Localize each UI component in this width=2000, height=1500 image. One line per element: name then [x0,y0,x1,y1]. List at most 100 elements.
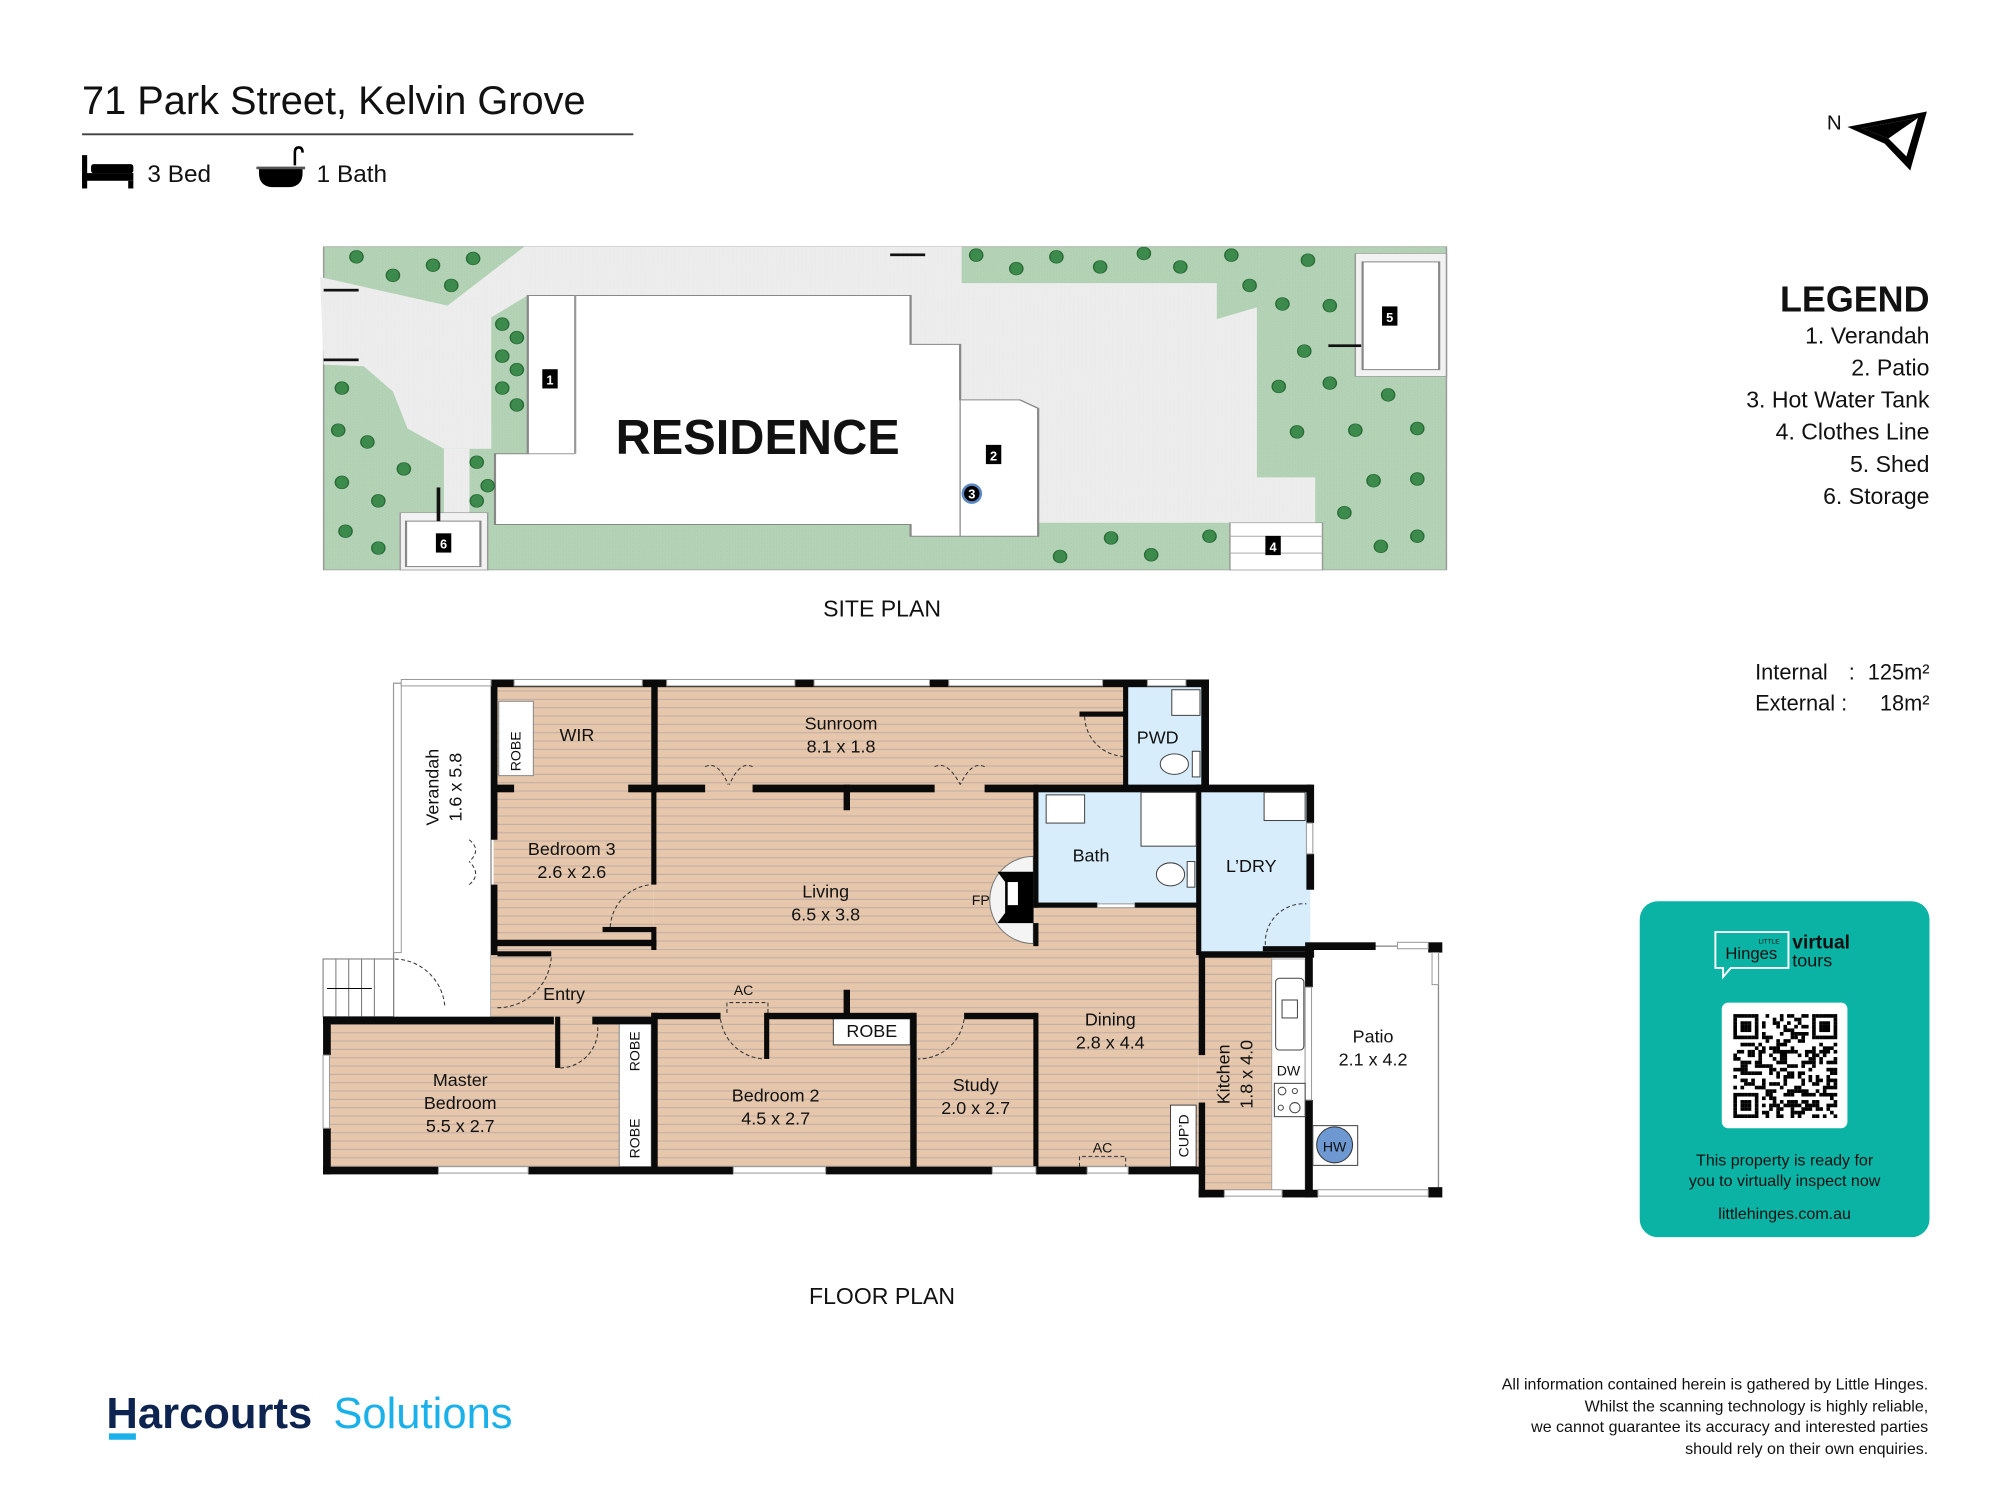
label-verandah: Verandah [422,749,442,826]
qr-module [1772,1103,1777,1108]
label-kitchen-dim: 1.8 x 4.0 [1237,1040,1257,1109]
qr-module [1747,1100,1752,1104]
qr-module [1787,1064,1791,1068]
qr-module [1769,1067,1773,1072]
floor-plan: WIR Sunroom 8.1 x 1.8 PWD Bedroom 3 2.6 … [322,678,1443,1309]
virtual-tour-url[interactable]: littlehinges.com.au [1718,1205,1851,1223]
qr-module [1790,1071,1795,1076]
site-marker-5: 5 [1382,306,1398,326]
qr-module [1754,1103,1759,1108]
qr-module [1769,1082,1773,1086]
qr-module [1797,1114,1802,1119]
qr-module [1801,1035,1806,1040]
qr-module [1801,1060,1806,1065]
qr-module [1787,1089,1791,1093]
qr-module [1797,1085,1802,1090]
qr-module [1747,1049,1752,1054]
qr-module [1754,1014,1759,1018]
qr-module [1819,1092,1823,1097]
qr-module [1826,1049,1831,1054]
qr-module [1790,1114,1795,1119]
qr-module [1797,1021,1802,1025]
label-kitchen: Kitchen [1213,1044,1233,1104]
label-ac-hall: AC [734,982,754,998]
qr-module [1776,1110,1780,1115]
qr-module [1751,1092,1755,1097]
tree-icon [509,398,525,412]
qr-module [1819,1024,1823,1029]
qr-module [1747,1053,1752,1058]
qr-module [1751,1082,1755,1086]
qr-module [1812,1021,1816,1025]
qr-module [1740,1021,1745,1025]
qr-module [1733,1024,1737,1029]
qr-module [1761,1064,1766,1068]
bath-basin [1045,794,1086,824]
qr-module [1765,1014,1770,1018]
qr-module [1754,1096,1759,1101]
qr-module [1754,1100,1759,1104]
qr-module [1744,1064,1748,1068]
tree-icon [349,250,364,264]
qr-module [1769,1064,1773,1068]
qr-module [1747,1103,1752,1108]
qr-module [1751,1078,1755,1083]
qr-module [1833,1100,1838,1104]
qr-module [1815,1107,1820,1111]
qr-module [1776,1103,1780,1108]
qr-module [1783,1074,1788,1079]
qr-module [1754,1046,1759,1050]
legend-title: LEGEND [1780,280,1930,320]
qr-module [1812,1057,1816,1061]
tree-icon [371,494,386,508]
qr-module [1765,1110,1770,1115]
qr-module [1754,1092,1759,1097]
north-arrow-icon: N [1827,111,1927,171]
qr-module [1740,1085,1745,1090]
qr-module [1826,1092,1831,1097]
label-cupboard: CUP’D [1175,1114,1191,1157]
qr-module [1808,1074,1813,1079]
tree-icon [334,475,350,490]
qr-module [1761,1021,1766,1025]
qr-module [1744,1107,1748,1111]
qr-module [1772,1046,1777,1050]
qr-module [1833,1114,1838,1119]
qr-module [1779,1014,1784,1018]
tree-icon [1300,253,1316,267]
qr-module [1769,1089,1773,1093]
qr-module [1833,1078,1838,1083]
qr-module [1826,1074,1831,1079]
qr-module [1790,1089,1795,1093]
qr-module [1740,1067,1745,1072]
disclaimer-line: should rely on their own enquiries. [1685,1440,1928,1458]
qr-module [1747,1021,1752,1025]
label-robe-bed2: ROBE [846,1021,897,1041]
qr-module [1794,1064,1798,1068]
qr-module [1769,1071,1773,1076]
qr-module [1736,1014,1741,1018]
windows [322,678,1439,1197]
qr-module [1779,1057,1784,1061]
external-area-value: 18m² [1880,690,1930,715]
qr-module [1797,1103,1802,1108]
label-sunroom-dim: 8.1 x 1.8 [807,737,876,757]
label-robe-master-1: ROBE [627,1031,643,1071]
legend: LEGEND 1. Verandah 2. Patio 3. Hot Water… [1746,280,1930,509]
qr-module [1812,1100,1816,1104]
header: 71 Park Street, Kelvin Grove 3 Bed 1 Bat… [82,79,634,189]
site-plan: RESIDENCE 1 2 3 4 5 6 SITE PLAN [320,246,1448,622]
qr-code[interactable] [1733,1014,1838,1119]
label-bedroom3: Bedroom 3 [528,839,616,859]
qr-module [1758,1085,1763,1090]
qr-module [1815,1103,1820,1108]
qr-module [1804,1089,1809,1093]
label-living: Living [802,881,849,901]
qr-module [1740,1049,1745,1054]
qr-module [1808,1057,1813,1061]
qr-module [1769,1035,1773,1040]
qr-module [1744,1114,1748,1119]
virtual-tour-card[interactable]: LITTLE Hinges virtual tours This propert… [1639,901,1930,1238]
qr-module [1830,1096,1834,1101]
